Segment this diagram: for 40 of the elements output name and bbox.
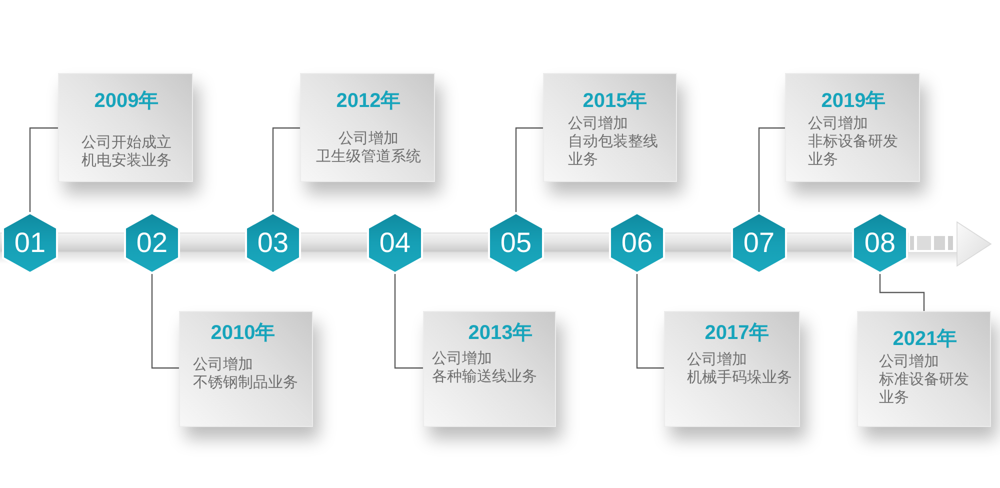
milestone-text: 公司增加不锈钢制品业务 — [193, 356, 299, 392]
year-heading: 2009年 — [94, 89, 159, 113]
step-hexagon: 06 — [609, 212, 665, 274]
leader-line — [515, 127, 543, 212]
milestone-card — [857, 311, 991, 427]
leader-line — [151, 274, 179, 369]
milestone-text: 公司增加各种输送线业务 — [432, 350, 538, 386]
step-hexagon: 03 — [245, 212, 301, 274]
leader-line — [29, 127, 58, 212]
step-hexagon: 02 — [124, 212, 180, 274]
leader-line — [879, 274, 925, 311]
year-heading: 2013年 — [468, 321, 533, 345]
year-heading: 2019年 — [821, 89, 886, 113]
leader-line — [758, 127, 785, 212]
milestone-text: 公司增加自动包装整线业务 — [568, 115, 659, 169]
milestone-card — [300, 73, 435, 182]
year-heading: 2015年 — [582, 89, 648, 113]
year-heading: 2021年 — [892, 327, 958, 351]
milestone-text: 公司增加标准设备研发业务 — [879, 353, 970, 407]
year-heading: 2017年 — [704, 321, 770, 345]
milestone-text: 公司增加机械手码垛业务 — [687, 351, 793, 387]
milestone-card — [423, 311, 556, 427]
step-hexagon: 01 — [2, 212, 58, 274]
step-hexagon: 08 — [852, 212, 908, 274]
year-heading: 2010年 — [210, 321, 276, 345]
year-heading: 2012年 — [336, 89, 401, 113]
milestone-card — [58, 73, 193, 182]
milestone-card — [785, 73, 920, 182]
milestone-text: 公司开始成立机电安装业务 — [80, 134, 172, 170]
milestone-card — [543, 73, 677, 182]
leader-line — [636, 274, 664, 369]
step-hexagon: 07 — [731, 212, 787, 274]
leader-line — [394, 274, 423, 369]
milestone-card — [179, 311, 313, 427]
step-hexagon: 05 — [488, 212, 544, 274]
milestone-text: 公司增加卫生级管道系统 — [315, 130, 422, 166]
leader-line — [272, 127, 300, 212]
milestone-text: 公司增加非标设备研发业务 — [808, 115, 899, 169]
step-hexagon: 04 — [367, 212, 423, 274]
milestone-card — [664, 311, 800, 427]
